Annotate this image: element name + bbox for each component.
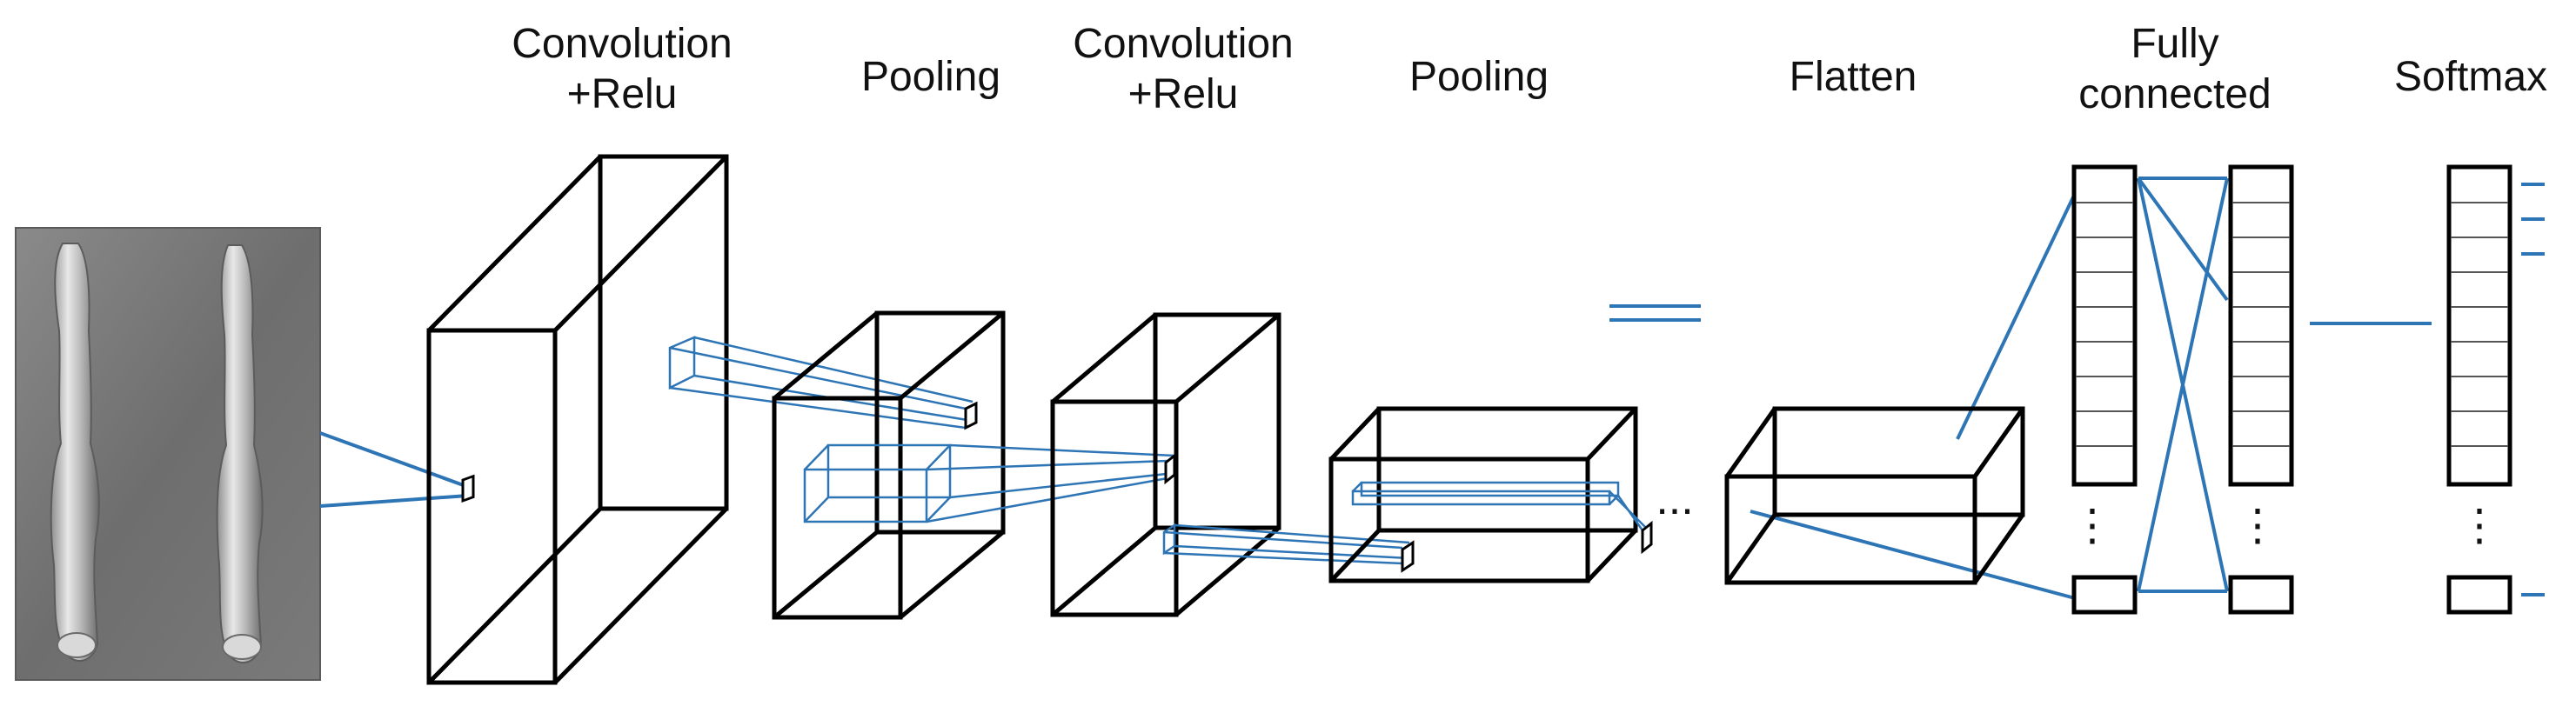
softmax-last-unit bbox=[2446, 575, 2512, 615]
label-softmax: Softmax bbox=[2393, 54, 2548, 100]
fc2-vector bbox=[2228, 164, 2294, 615]
conv2-output-cell bbox=[1164, 452, 1176, 485]
softmax-vertical-ellipsis: ⋮ bbox=[2458, 501, 2501, 550]
label-pool1: Pooling bbox=[860, 54, 1001, 100]
input-weld-image bbox=[15, 227, 321, 681]
flatten-volume bbox=[1724, 406, 2025, 585]
pool1-volume bbox=[772, 310, 1006, 620]
conv1-volume bbox=[426, 154, 729, 685]
pool2-output-cell bbox=[1401, 540, 1415, 573]
softmax-output-ticks bbox=[2521, 183, 2545, 596]
fc1-vector bbox=[2071, 164, 2138, 615]
connector-flatten-fc bbox=[1956, 180, 2083, 440]
fc1-vertical-ellipsis: ⋮ bbox=[2071, 501, 2114, 550]
fc2-vertical-ellipsis: ⋮ bbox=[2236, 501, 2279, 550]
pool1-output-cell bbox=[964, 401, 978, 430]
ellipsis-horizontal: ... bbox=[1656, 474, 1694, 524]
conv2-pool2-projection bbox=[1162, 523, 1410, 565]
label-pool2: Pooling bbox=[1408, 54, 1549, 100]
weld-bead-right bbox=[216, 244, 264, 663]
label-conv1: Convolution+Relu bbox=[512, 21, 733, 117]
flatten-input-cell bbox=[1641, 520, 1653, 555]
conv1-pool1-projection bbox=[668, 336, 974, 430]
softmax-vector bbox=[2446, 164, 2512, 615]
conv1-receptive-field bbox=[461, 474, 475, 503]
connector-input-conv1-bottom bbox=[319, 494, 469, 508]
pool1-conv2-projection bbox=[803, 443, 1175, 523]
pool2-volume bbox=[1328, 406, 1638, 583]
weld-bead-left bbox=[50, 243, 100, 662]
connector-flatten-fc-bottom bbox=[1750, 510, 2076, 600]
label-conv2: Convolution+Relu bbox=[1073, 21, 1294, 117]
connector-lines bbox=[319, 177, 2432, 600]
fc1-last-unit bbox=[2071, 575, 2138, 615]
label-flatten: Flatten bbox=[1789, 54, 1917, 100]
fc2-last-unit bbox=[2228, 575, 2294, 615]
connector-input-conv1-top bbox=[319, 431, 469, 489]
